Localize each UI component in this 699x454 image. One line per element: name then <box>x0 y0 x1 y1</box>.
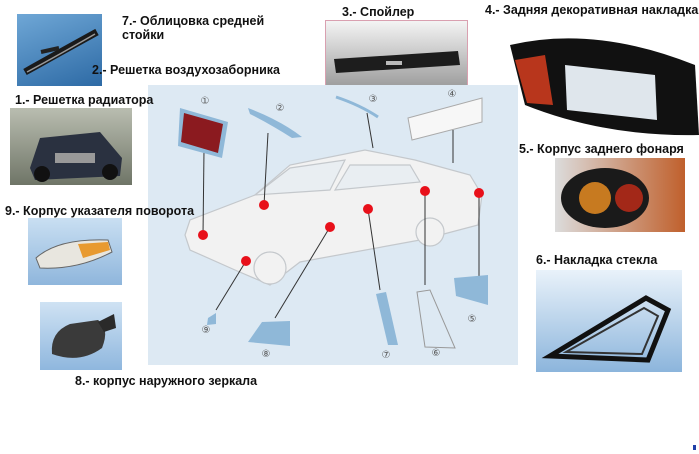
corner-mark <box>693 445 696 450</box>
glass-trim-photo <box>536 270 682 372</box>
label-rear-trim: 4.- Задняя декоративная накладка <box>485 3 699 17</box>
part-shapes <box>178 95 488 349</box>
mirror-housing-photo <box>40 302 122 370</box>
part-number: ⑨ <box>202 325 211 336</box>
car-parts-diagram: ① ② ③ ④ ⑤ ⑥ ⑦ ⑧ ⑨ <box>148 85 518 365</box>
label-mirror-housing: 8.- корпус наружного зеркала <box>75 374 258 388</box>
part-number: ② <box>276 103 285 114</box>
marker-dots <box>198 186 484 266</box>
label-spoiler: 3.- Спойлер <box>342 5 415 19</box>
rear-trim-photo <box>505 25 699 140</box>
label-text: стойки <box>122 28 165 42</box>
turn-signal-photo <box>28 218 122 285</box>
part-number: ⑤ <box>468 314 477 325</box>
part-number: ③ <box>369 94 378 105</box>
air-intake-grille-photo <box>17 14 102 86</box>
tail-light-photo <box>555 158 685 232</box>
part-number: ⑦ <box>382 350 391 361</box>
part-number: ④ <box>448 89 457 100</box>
leader-lines <box>202 112 480 319</box>
part-number: ① <box>201 96 210 107</box>
label-air-intake-grille: 2.- Решетка воздухозаборника <box>92 63 280 77</box>
label-tail-light-housing: 5.- Корпус заднего фонаря <box>519 142 684 156</box>
car-outline <box>184 149 483 286</box>
part-number: ⑧ <box>262 349 271 360</box>
radiator-grille-photo <box>10 108 132 185</box>
label-radiator-grille: 1.- Решетка радиатора <box>15 93 154 107</box>
spoiler-photo <box>325 20 468 90</box>
label-text: 7.- Облицовка средней <box>122 14 265 28</box>
label-turn-signal-housing: 9.- Корпус указателя поворота <box>5 204 195 218</box>
label-glass-trim: 6.- Накладка стекла <box>536 253 658 267</box>
part-number: ⑥ <box>432 348 441 359</box>
